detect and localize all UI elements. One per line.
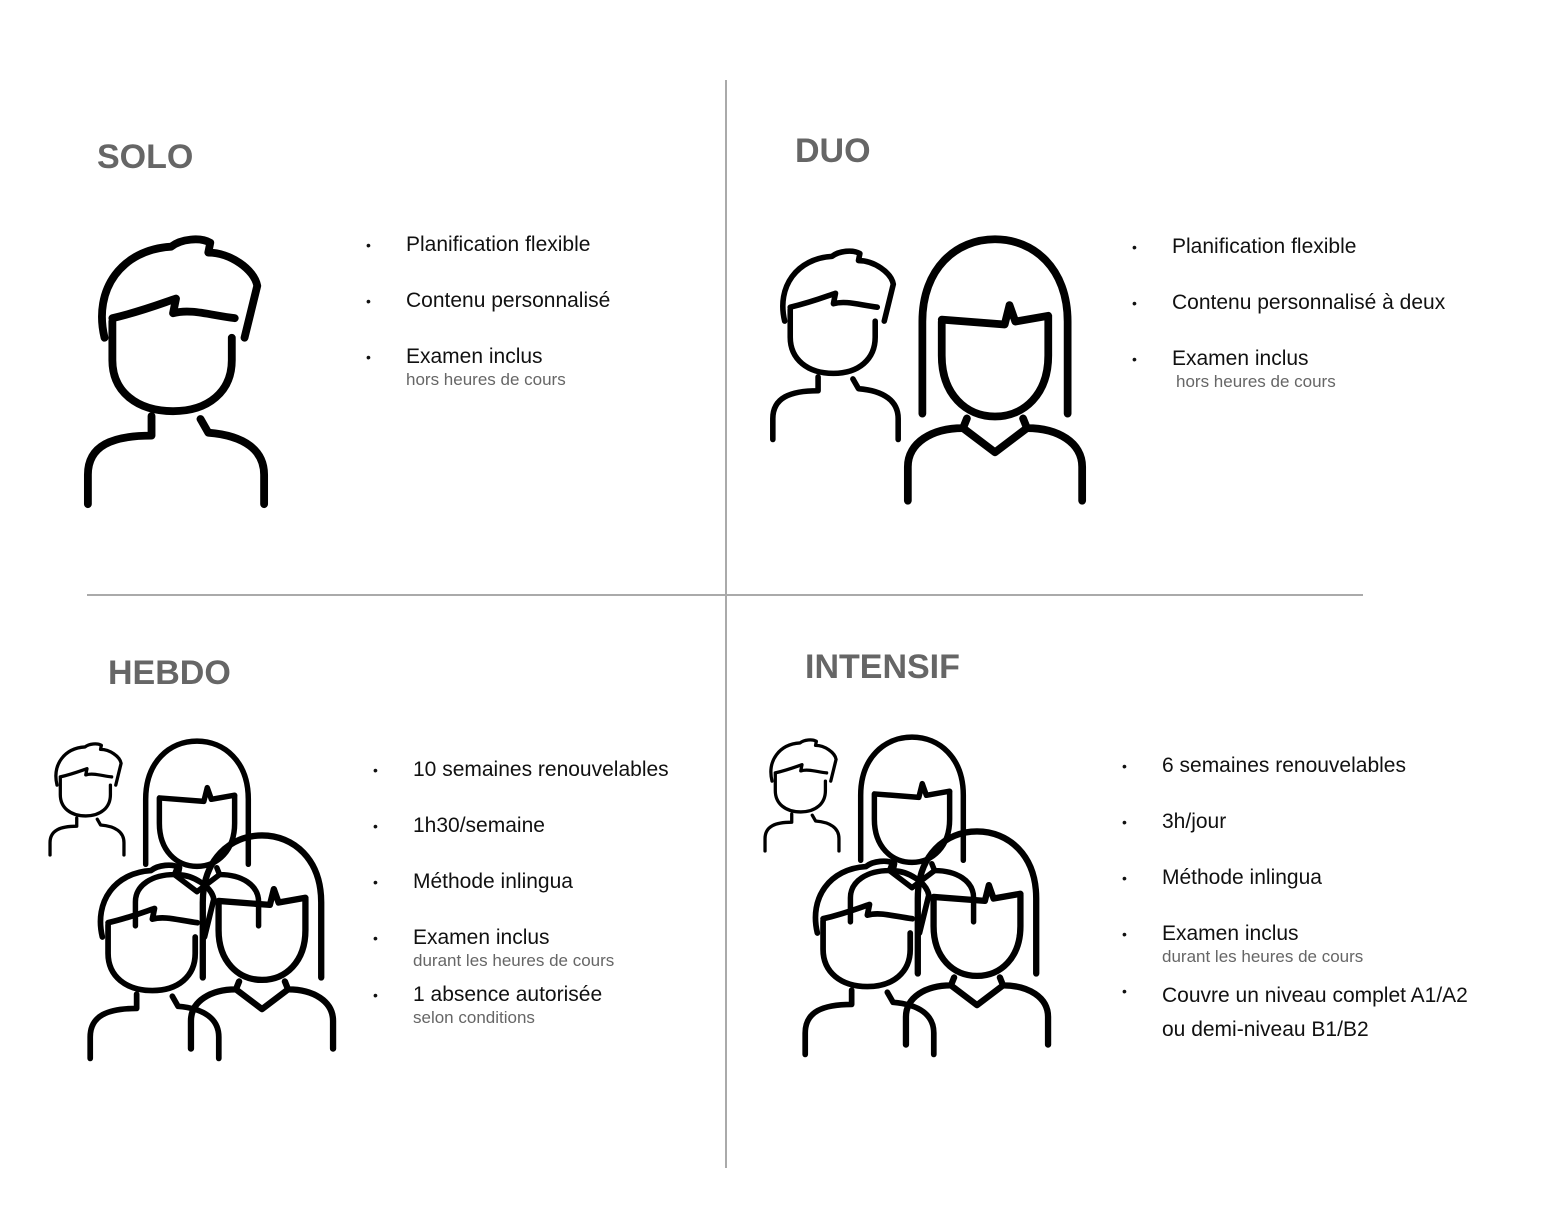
list-item: Contenu personnalisé bbox=[366, 289, 610, 313]
duo-features: Planification flexible Contenu personnal… bbox=[1132, 235, 1445, 392]
intensif-features: 6 semaines renouvelables 3h/jour Méthode… bbox=[1122, 754, 1468, 1047]
item-note: durant les heures de cours bbox=[413, 951, 615, 970]
list-item: 1 absence autorisée selon conditions bbox=[373, 983, 669, 1028]
duo-title: DUO bbox=[795, 132, 871, 170]
list-item: Couvre un niveau complet A1/A2 ou demi-ni… bbox=[1122, 979, 1468, 1047]
list-item: Examen inclus hors heures de cours bbox=[366, 345, 610, 390]
intensif-title: INTENSIF bbox=[805, 648, 960, 686]
item-note: selon conditions bbox=[413, 1008, 535, 1027]
list-item: Examen inclus hors heures de cours bbox=[1132, 347, 1445, 392]
item-text: Examen inclus bbox=[1162, 922, 1299, 945]
man-icon bbox=[768, 248, 903, 443]
horizontal-divider bbox=[87, 594, 1363, 596]
item-text: 1 absence autorisée bbox=[413, 983, 603, 1006]
list-item: Planification flexible bbox=[366, 233, 610, 257]
item-note: hors heures de cours bbox=[406, 370, 566, 389]
item-text-continued: ou demi-niveau B1/B2 bbox=[1162, 1018, 1369, 1041]
item-text: Examen inclus bbox=[406, 345, 543, 368]
item-text: Examen inclus bbox=[413, 926, 550, 949]
list-item: 1h30/semaine bbox=[373, 814, 669, 838]
item-note: hors heures de cours bbox=[1176, 372, 1336, 391]
list-item: Examen inclus durant les heures de cours bbox=[373, 926, 669, 971]
list-item: Examen inclus durant les heures de cours bbox=[1122, 922, 1468, 967]
list-item: Méthode inlingua bbox=[373, 870, 669, 894]
item-text: Couvre un niveau complet A1/A2 bbox=[1162, 984, 1468, 1007]
list-item: 6 semaines renouvelables bbox=[1122, 754, 1468, 778]
solo-title: SOLO bbox=[97, 138, 194, 176]
hebdo-features: 10 semaines renouvelables 1h30/semaine M… bbox=[373, 758, 669, 1028]
item-text: Examen inclus bbox=[1172, 347, 1309, 370]
item-note: durant les heures de cours bbox=[1162, 947, 1364, 966]
solo-features: Planification flexible Contenu personnal… bbox=[366, 233, 610, 390]
list-item: 10 semaines renouvelables bbox=[373, 758, 669, 782]
single-person-icon bbox=[83, 233, 269, 511]
vertical-divider bbox=[725, 80, 727, 1168]
group-icon bbox=[762, 738, 1052, 1054]
list-item: Méthode inlingua bbox=[1122, 866, 1468, 890]
list-item: Contenu personnalisé à deux bbox=[1132, 291, 1445, 315]
hebdo-title: HEBDO bbox=[108, 654, 231, 692]
woman-icon bbox=[135, 741, 258, 926]
woman-icon bbox=[903, 232, 1087, 508]
group-icon bbox=[47, 742, 337, 1058]
list-item: 3h/jour bbox=[1122, 810, 1468, 834]
list-item: Planification flexible bbox=[1132, 235, 1445, 259]
